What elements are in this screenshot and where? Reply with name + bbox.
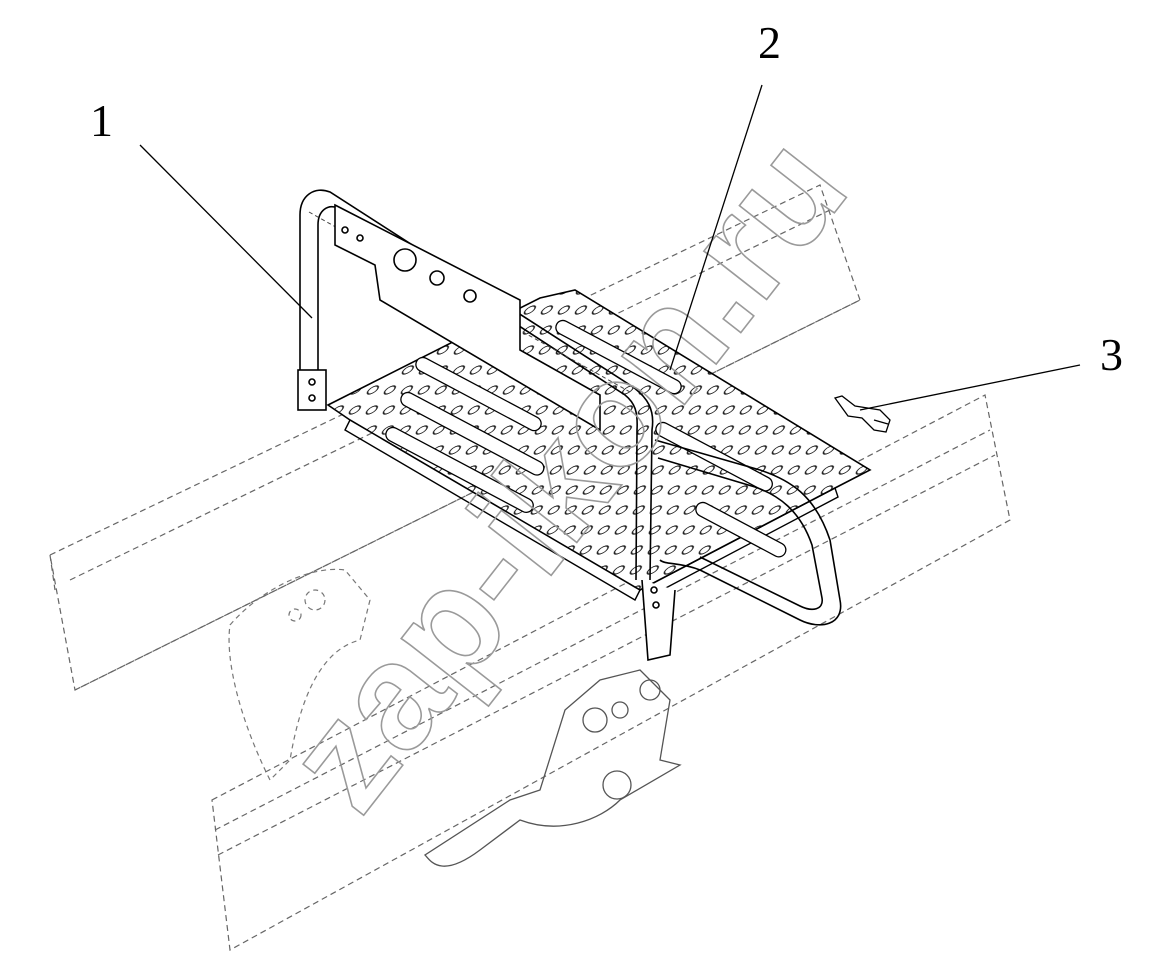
- leader-lines: [139, 84, 1081, 411]
- callout-3: 3: [1100, 329, 1123, 380]
- leader-1: [139, 144, 313, 319]
- callout-1: 1: [90, 95, 113, 146]
- leader-3: [859, 364, 1081, 411]
- frame-bracket-right: [423, 669, 682, 867]
- step-platform: [326, 289, 872, 601]
- frame-bracket-left: [228, 568, 371, 782]
- front-handrail: [654, 439, 842, 626]
- small-bracket: [833, 395, 891, 433]
- callout-2: 2: [758, 17, 781, 68]
- rear-handrail: [297, 189, 676, 661]
- leader-2: [669, 84, 763, 371]
